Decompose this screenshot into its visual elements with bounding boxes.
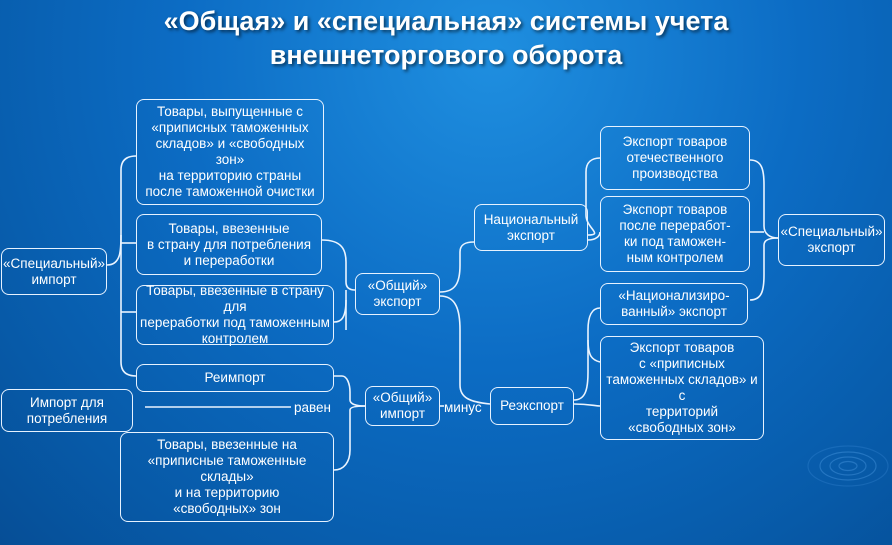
connector-general-import-top <box>334 375 366 407</box>
node-general-import: «Общий» импорт <box>365 386 440 426</box>
title-line-2: внешнеторгового оборота <box>269 40 623 70</box>
node-import-consumption: Импорт для потребления <box>1 389 133 432</box>
node-reexport: Реэкспорт <box>490 387 574 425</box>
connector-reexport-right <box>573 307 601 401</box>
node-special-export: «Специальный» экспорт <box>778 214 885 266</box>
connector-national-right <box>585 157 601 236</box>
node-export-processed: Экспорт товаров после переработ- ки под … <box>600 196 750 272</box>
node-goods-processing: Товары, ввезенные в страну для переработ… <box>136 283 334 346</box>
node-nationalized-export: «Национализиро- ванный» экспорт <box>600 283 748 325</box>
label-minus: минус <box>444 400 482 415</box>
connector-general-export-bottom <box>333 299 347 323</box>
connector-general-export-top <box>321 239 356 291</box>
connector-special-import <box>106 155 137 266</box>
node-goods-warehouses: Товары, ввезенные на «приписные таможенн… <box>120 432 334 522</box>
node-goods-consumption: Товары, ввезенные в страну для потреблен… <box>136 214 322 275</box>
page-title: «Общая» и «специальная» системы учета вн… <box>0 4 892 72</box>
label-equals: равен <box>294 400 331 415</box>
node-national-export: Национальный экспорт <box>474 204 588 251</box>
connector-special-import-bottom <box>120 235 137 377</box>
node-reimport: Реимпорт <box>136 364 334 392</box>
node-export-warehouses: Экспорт товаров с «приписных таможенных … <box>600 336 764 440</box>
node-export-domestic: Экспорт товаров отечественного производс… <box>600 126 750 190</box>
node-special-import: «Специальный» импорт <box>1 248 107 295</box>
connector-reexport <box>439 295 491 405</box>
node-general-export: «Общий» экспорт <box>355 273 440 315</box>
node-goods-released: Товары, выпущенные с «приписных таможенн… <box>136 99 324 205</box>
title-line-1: «Общая» и «специальная» системы учета <box>163 6 729 36</box>
connector-national-export <box>439 241 475 293</box>
connector-special-export-top <box>749 159 779 239</box>
connector-general-import-bottom <box>333 405 366 471</box>
connector-special-export-bottom <box>749 237 779 301</box>
